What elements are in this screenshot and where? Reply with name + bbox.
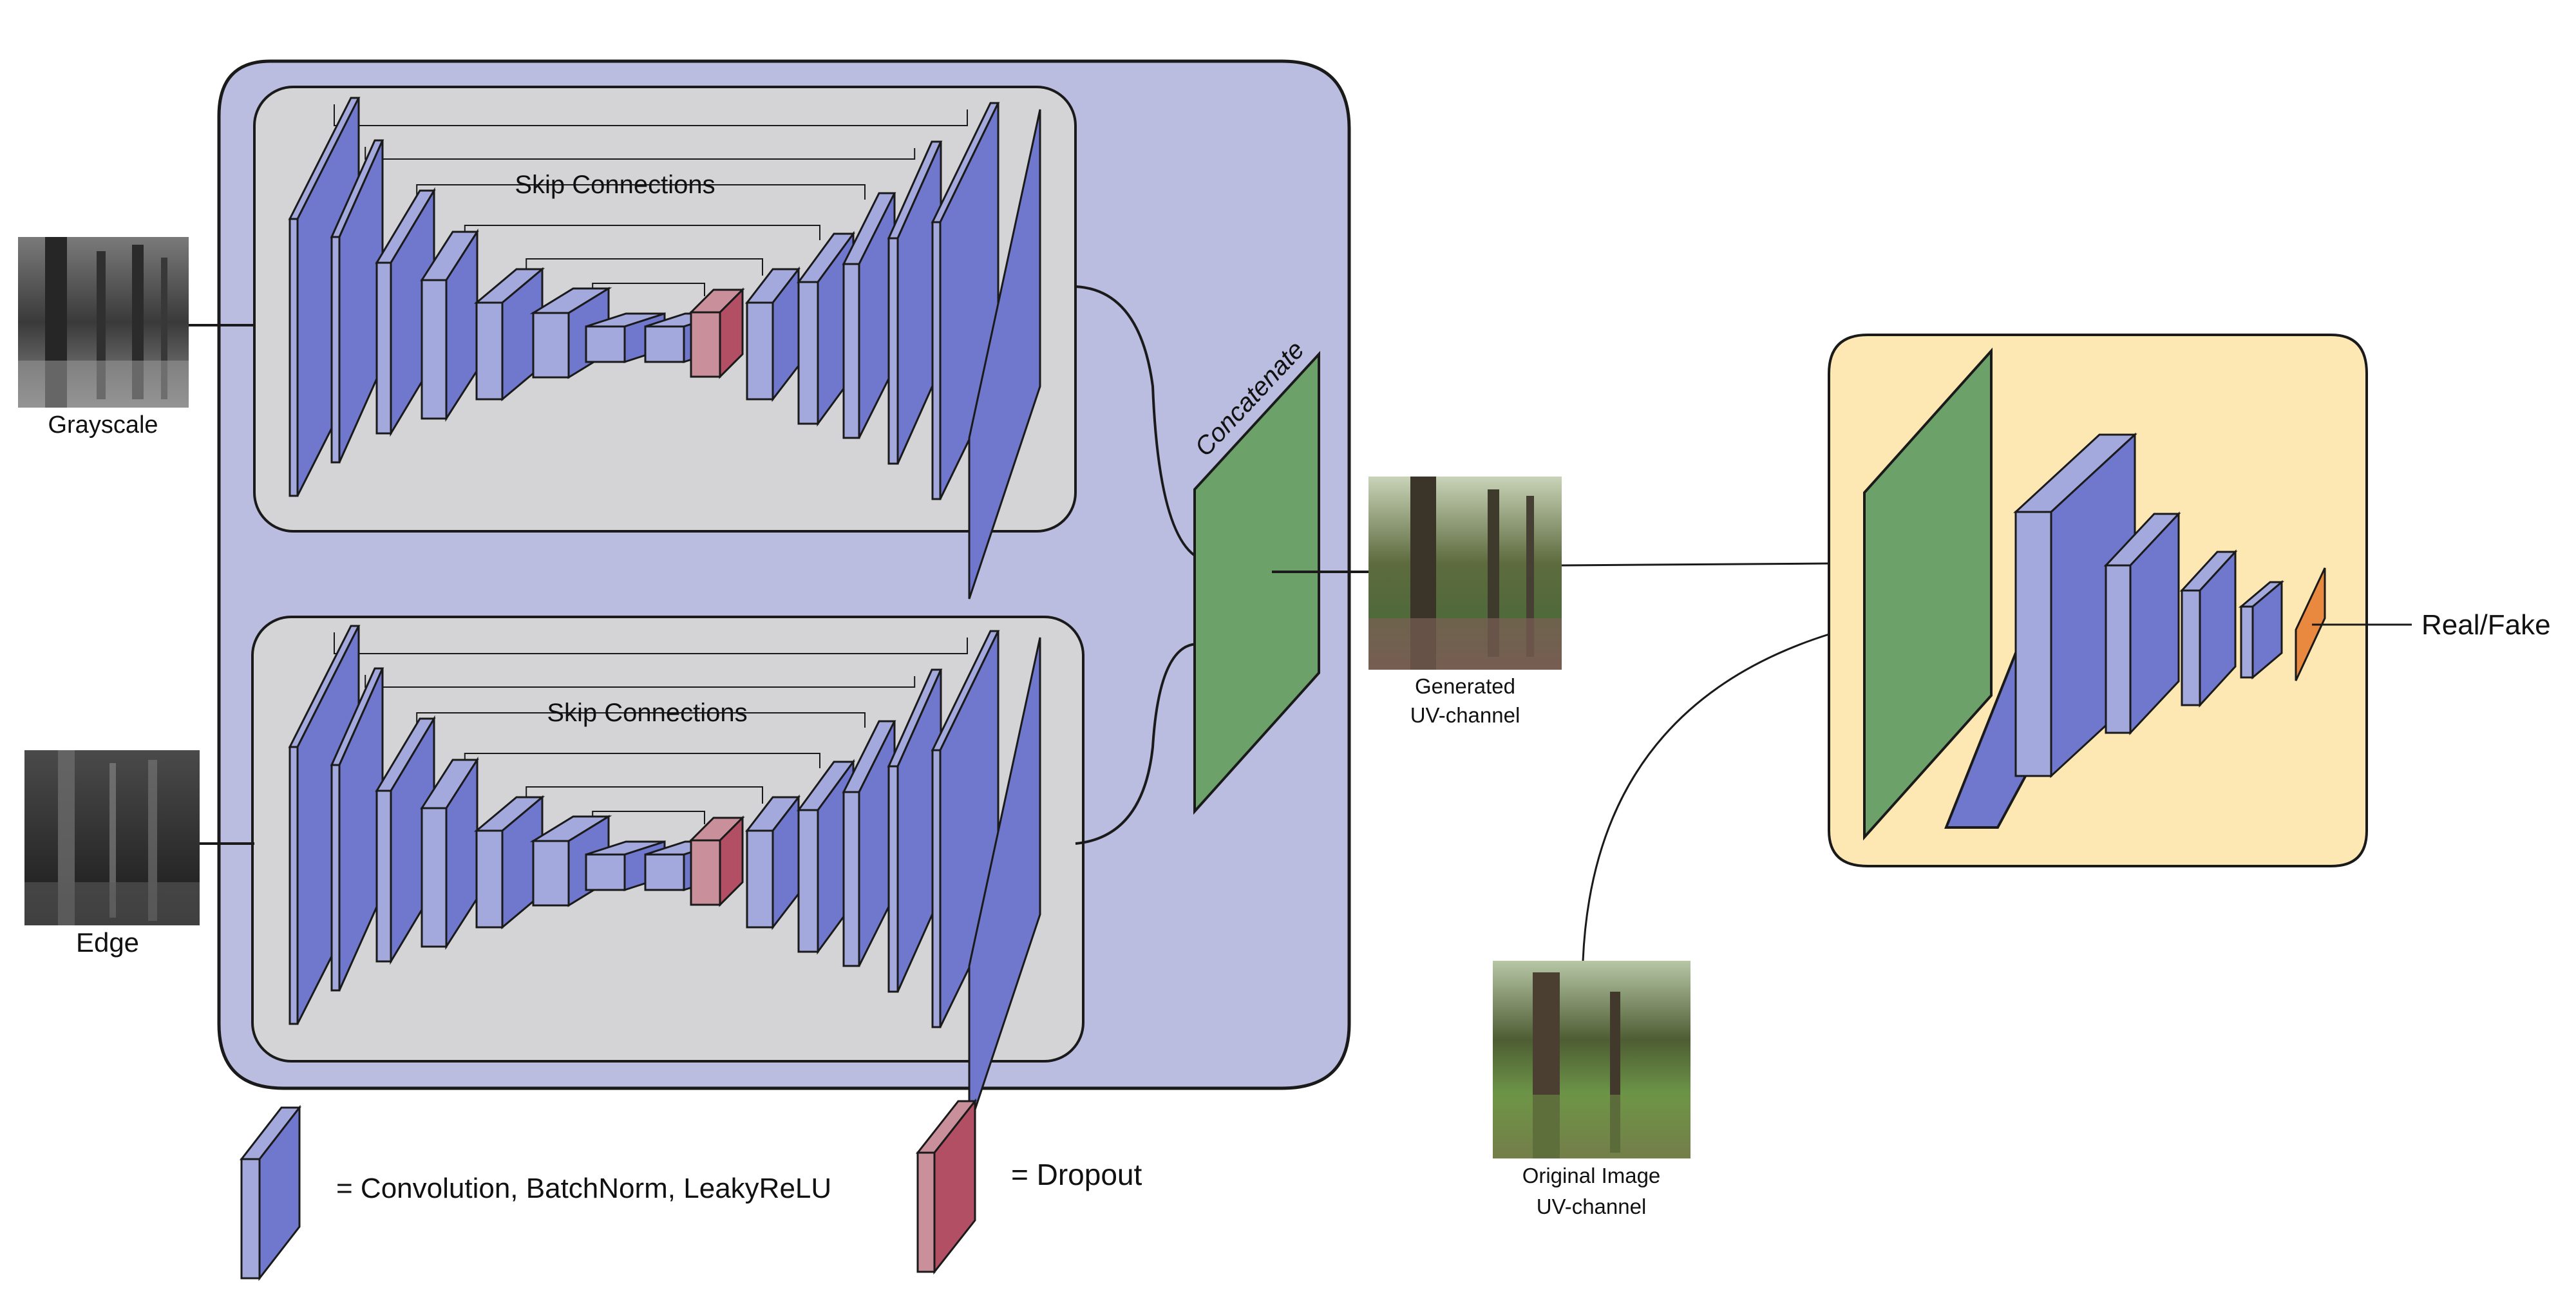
- unet-bottom-conv-layer: [420, 756, 479, 950]
- legend-conv-label: = Convolution, BatchNorm, LeakyReLU: [336, 1173, 831, 1204]
- real-fake-label: Real/Fake: [2421, 609, 2551, 641]
- edge-label: Edge: [76, 927, 139, 958]
- unet-top-skip-connection: [526, 258, 763, 276]
- unet-top-skip-connection: [334, 104, 968, 126]
- edge-input: Edge: [24, 750, 254, 958]
- unet-bottom-conv-layer: [744, 794, 801, 931]
- discriminator-container: Real/Fake: [1828, 334, 2551, 867]
- unet-bottom: [288, 625, 1041, 1128]
- unet-top: [288, 97, 1041, 600]
- unet-top-skip-connection: [416, 184, 866, 200]
- skip-connections-label-top: Skip Connections: [515, 171, 715, 199]
- concatenate-block: Concatenate: [1075, 285, 1368, 845]
- unet-bottom-skip-connection: [416, 712, 866, 728]
- original-input: Original Image UV-channel: [1493, 633, 1830, 1218]
- legend-dropout-label: = Dropout: [1011, 1158, 1142, 1191]
- generated-label-line2: UV-channel: [1410, 703, 1520, 727]
- original-label-line1: Original Image: [1522, 1164, 1661, 1187]
- unet-bottom-skip-connection: [365, 675, 916, 688]
- generator-container: Skip Connections Skip Connections: [217, 59, 1351, 1128]
- unet-bottom-output-layer: [968, 637, 1041, 1128]
- unet-bottom-conv-layer: [330, 667, 384, 992]
- legend-dropout-block: [915, 1098, 978, 1275]
- unet-top-output-layer: [968, 109, 1041, 600]
- legend-conv-block: [239, 1104, 302, 1281]
- original-label-line2: UV-channel: [1537, 1195, 1647, 1218]
- unet-top-conv-layer: [473, 267, 545, 402]
- legend-conv-swatch: [239, 1104, 302, 1281]
- discriminator-conv-layer: [2103, 511, 2181, 735]
- unet-top-conv-layer: [842, 192, 896, 439]
- unet-bottom-conv-layer: [887, 668, 943, 993]
- unet-bottom-skip-connection: [526, 786, 763, 804]
- unet-top-conv-layer: [420, 228, 479, 422]
- grayscale-label: Grayscale: [48, 411, 158, 439]
- output-layer: [2295, 567, 2326, 681]
- legend: = Convolution, BatchNorm, LeakyReLU = Dr…: [239, 1098, 1142, 1281]
- discriminator-conv-layer: [2238, 580, 2285, 680]
- unet-bottom-skip-connection: [334, 632, 968, 654]
- generated-output: Generated UV-channel: [1368, 477, 1830, 727]
- unet-top-skip-connection: [365, 147, 916, 160]
- discriminator-conv-layer: [2179, 549, 2238, 708]
- unet-bottom-conv-layer: [842, 720, 896, 967]
- concatenate-layer: [1193, 350, 1320, 815]
- unet-top-box: [253, 86, 1077, 533]
- unet-bottom-dropout-layer: [688, 815, 745, 907]
- discriminator-conv-stack: [1944, 432, 2285, 829]
- grayscale-input: Grayscale: [18, 237, 254, 439]
- unet-top-dropout-layer: [688, 287, 745, 379]
- generated-label-line1: Generated: [1415, 674, 1515, 698]
- skip-connections-label-bottom: Skip Connections: [547, 699, 747, 727]
- discriminator-input-layer: [1863, 347, 1993, 841]
- legend-dropout-swatch: [915, 1098, 978, 1275]
